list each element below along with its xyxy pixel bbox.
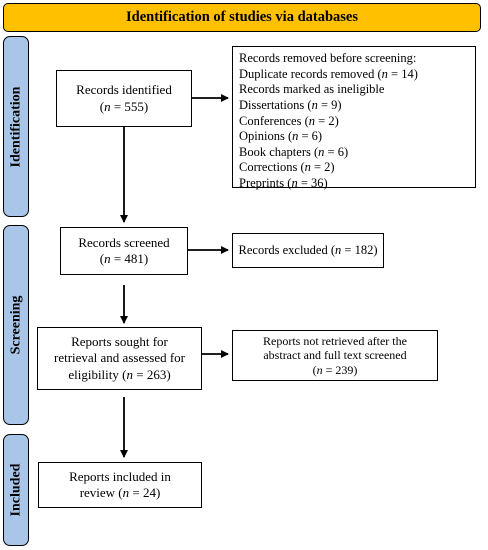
removed-item-ineligible: Records marked as ineligible [239, 82, 385, 97]
header-title: Identification of studies via databases [125, 9, 359, 25]
reports-included-box: Reports included in review (n = 24) [38, 462, 202, 508]
stage-screening: Screening [3, 225, 29, 425]
reports-sought-box: Reports sought for retrieval and assesse… [37, 327, 202, 390]
records-screened-count: (n = 481) [99, 251, 149, 266]
removed-item-duplicates: Duplicate records removed (n = 14) [239, 66, 418, 81]
reports-sought-line3: eligibility (n = 263) [68, 366, 171, 382]
records-identified-box: Records identified (n = 555) [56, 70, 192, 127]
records-screened-box: Records screened (n = 481) [60, 227, 188, 275]
reports-included-line1: Reports included in [69, 468, 171, 484]
not-retrieved-line2: abstract and full text screened [263, 348, 407, 363]
records-identified-label: Records identified [76, 82, 172, 98]
removed-item-preprints: Preprints (n = 36) [239, 176, 328, 190]
removed-item-conferences: Conferences (n = 2) [239, 113, 339, 128]
records-removed-box: Records removed before screening: Duplic… [232, 46, 476, 190]
records-identified-count: (n = 555) [99, 98, 149, 114]
reports-included-line2: review (n = 24) [79, 485, 161, 500]
reports-not-retrieved-box: Reports not retrieved after the abstract… [232, 330, 438, 381]
diagram-header: Identification of studies via databases [3, 3, 481, 32]
removed-item-dissertations: Dissertations (n = 9) [239, 97, 342, 112]
stage-identification: Identification [3, 36, 29, 217]
removed-item-opinions: Opinions (n = 6) [239, 129, 323, 144]
reports-sought-line2: retrieval and assessed for [53, 350, 186, 366]
removed-item-corrections: Corrections (n = 2) [239, 160, 335, 175]
records-excluded-label: Records excluded (n = 182) [238, 242, 378, 257]
records-excluded-box: Records excluded (n = 182) [232, 233, 384, 268]
records-screened-label: Records screened [78, 234, 170, 250]
records-removed-title: Records removed before screening: [239, 51, 417, 65]
stage-included: Included [3, 434, 29, 546]
removed-item-book-chapters: Book chapters (n = 6) [239, 144, 349, 159]
not-retrieved-count: (n = 239) [312, 362, 358, 377]
not-retrieved-line1: Reports not retrieved after the [263, 334, 407, 349]
reports-sought-line1: Reports sought for [71, 334, 168, 350]
